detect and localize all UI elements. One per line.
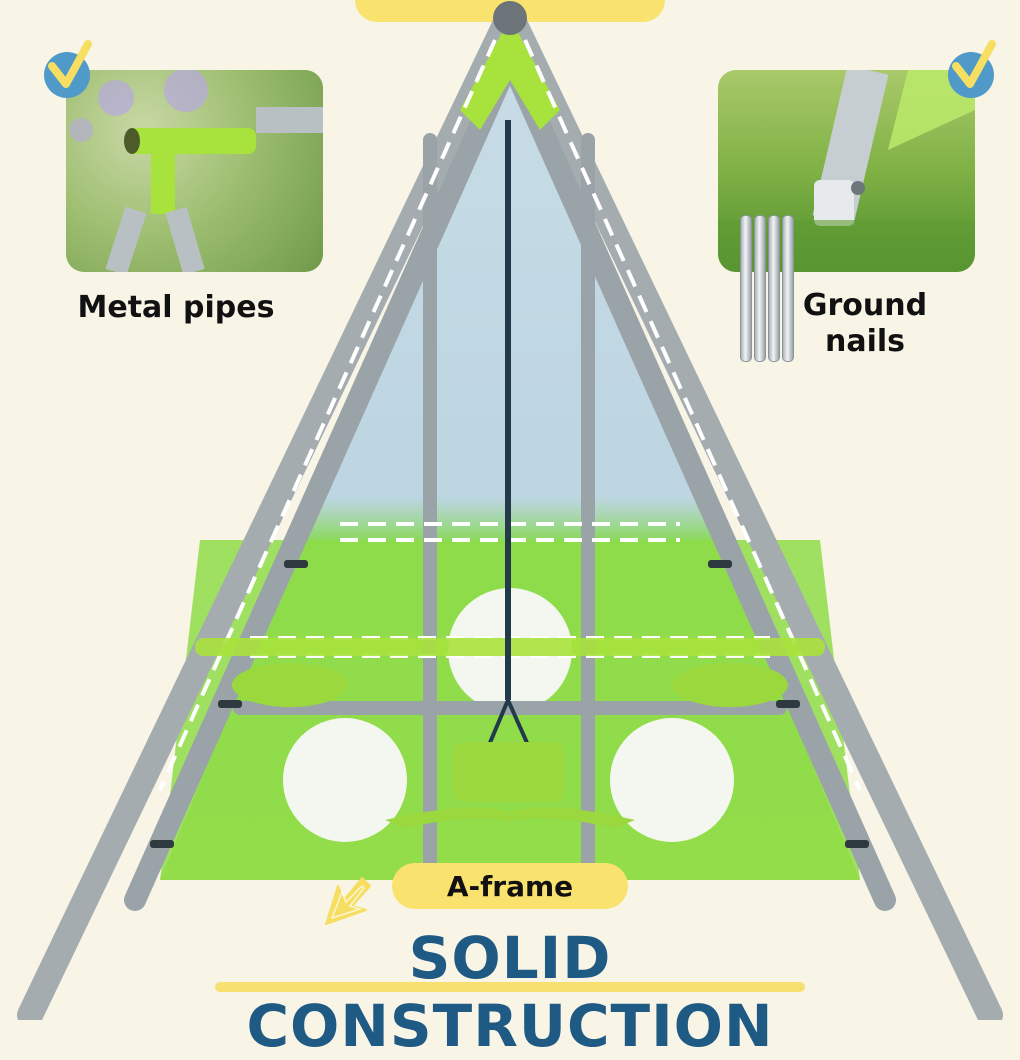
- check-icon: [44, 40, 92, 98]
- metal-pipes-label: Metal pipes: [77, 290, 275, 325]
- a-frame-swing-illustration: [17, 1, 1003, 1020]
- ground-nails-photo: [718, 70, 975, 272]
- leg-clamps: [150, 560, 869, 848]
- swing-set-infographic: Metal pipes Ground nails A-frame SOLID C…: [17, 0, 1003, 1060]
- side-seats: [232, 663, 788, 707]
- ground-nails-label: Ground nails: [802, 288, 928, 359]
- headline: SOLID CONSTRUCTION: [246, 924, 774, 1060]
- ground-nails-graphic: [740, 215, 800, 365]
- headline-underline: [215, 982, 805, 992]
- top-connector: [460, 1, 560, 130]
- check-icon: [948, 40, 996, 98]
- pointer-cursor-icon: [325, 877, 371, 925]
- rope-swing: [385, 120, 635, 828]
- frame-legs: [17, 12, 1003, 1020]
- metal-pipes-photo: [66, 70, 323, 272]
- a-frame-callout: A-frame: [392, 863, 628, 909]
